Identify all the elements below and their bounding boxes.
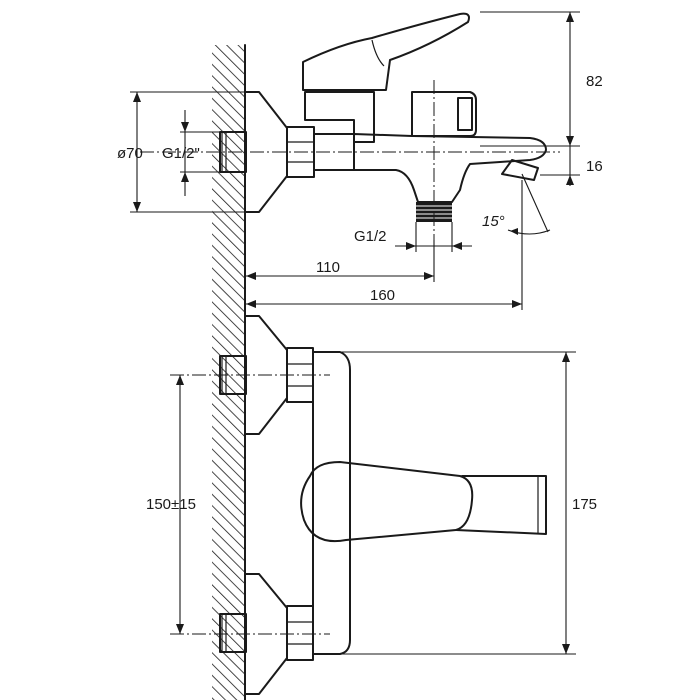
side-lever-handle	[302, 12, 470, 91]
label-outlet-distance: 110	[316, 259, 340, 276]
dimension-labels: 82 16 ø70 G1/2" G1/2 110 160 15° 150±15 …	[117, 72, 607, 513]
front-hex-nut-bottom	[286, 605, 314, 661]
wall	[212, 44, 246, 700]
label-flange-diameter: ø70	[117, 145, 143, 162]
label-inlet-spacing: 150±15	[146, 496, 196, 513]
side-diverter-knob	[411, 91, 477, 137]
label-spout-16: 16	[586, 158, 603, 175]
side-mixer-body	[304, 91, 375, 143]
front-lever	[300, 461, 474, 542]
front-lever-extension	[455, 475, 547, 535]
label-spout-angle: 15°	[482, 213, 505, 230]
front-view	[170, 315, 547, 695]
dimension-lines	[130, 11, 580, 655]
label-spout-reach: 160	[370, 287, 395, 304]
front-inlet-bottom	[219, 613, 247, 653]
side-aerator	[501, 159, 539, 181]
label-height-82: 82	[586, 73, 603, 90]
label-outlet-thread: G1/2	[354, 228, 387, 245]
label-body-height: 175	[572, 496, 597, 513]
front-body	[312, 351, 351, 655]
side-view	[140, 12, 560, 240]
label-inlet-thread: G1/2"	[162, 145, 200, 162]
side-spout	[353, 133, 547, 203]
